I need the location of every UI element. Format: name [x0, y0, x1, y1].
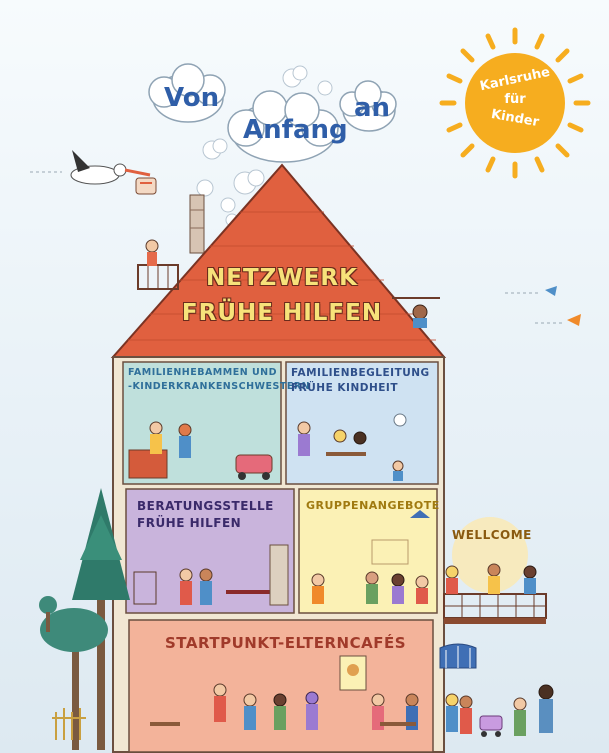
room-hebammen-title-2: -KINDERKRANKENSCHWESTERN	[128, 381, 311, 392]
stork	[30, 150, 157, 195]
sun	[439, 27, 591, 179]
street-figures	[445, 684, 554, 737]
roof-title-line-2: FRÜHE HILFEN	[181, 300, 383, 326]
roof	[110, 163, 447, 358]
room-beratung-title-2: FRÜHE HILFEN	[137, 516, 242, 530]
chimney	[189, 194, 205, 254]
trees	[39, 488, 130, 750]
slogan-word-anfang: Anfang	[243, 115, 348, 145]
fence	[52, 708, 86, 740]
wellcome-title: WELLCOME	[452, 528, 532, 542]
roof-figure-right	[392, 297, 440, 328]
cloud-anfang	[227, 90, 339, 163]
room-hebammen-title-1: FAMILIENHEBAMMEN UND	[128, 367, 278, 378]
room-gruppen-title: GRUPPENANGEBOTE	[306, 499, 440, 512]
room-begleitung-title-2: FRÜHE KINDHEIT	[291, 382, 398, 394]
small-clouds	[196, 65, 333, 227]
slogan-word-an: an	[354, 93, 391, 123]
cloud-an	[339, 80, 397, 132]
room-gruppen	[298, 488, 438, 614]
slogan-word-von: Von	[164, 83, 220, 113]
small-birds	[505, 286, 581, 326]
roof-title-line-1: NETZWERK	[206, 265, 358, 291]
roof-balcony-left	[137, 239, 179, 290]
room-hebammen	[122, 361, 282, 485]
room-startpunkt-title: STARTPUNKT-ELTERNCAFÉS	[165, 634, 407, 652]
wellcome-balcony	[443, 517, 547, 624]
room-startpunkt	[128, 619, 434, 753]
awning	[439, 643, 477, 669]
cloud-von	[148, 63, 226, 123]
badge-line-2: für	[504, 92, 526, 107]
room-begleitung-title-1: FAMILIENBEGLEITUNG	[291, 367, 430, 379]
room-beratung	[125, 488, 295, 614]
room-beratung-title-1: BERATUNGSSTELLE	[137, 499, 274, 513]
room-begleitung	[285, 361, 439, 485]
